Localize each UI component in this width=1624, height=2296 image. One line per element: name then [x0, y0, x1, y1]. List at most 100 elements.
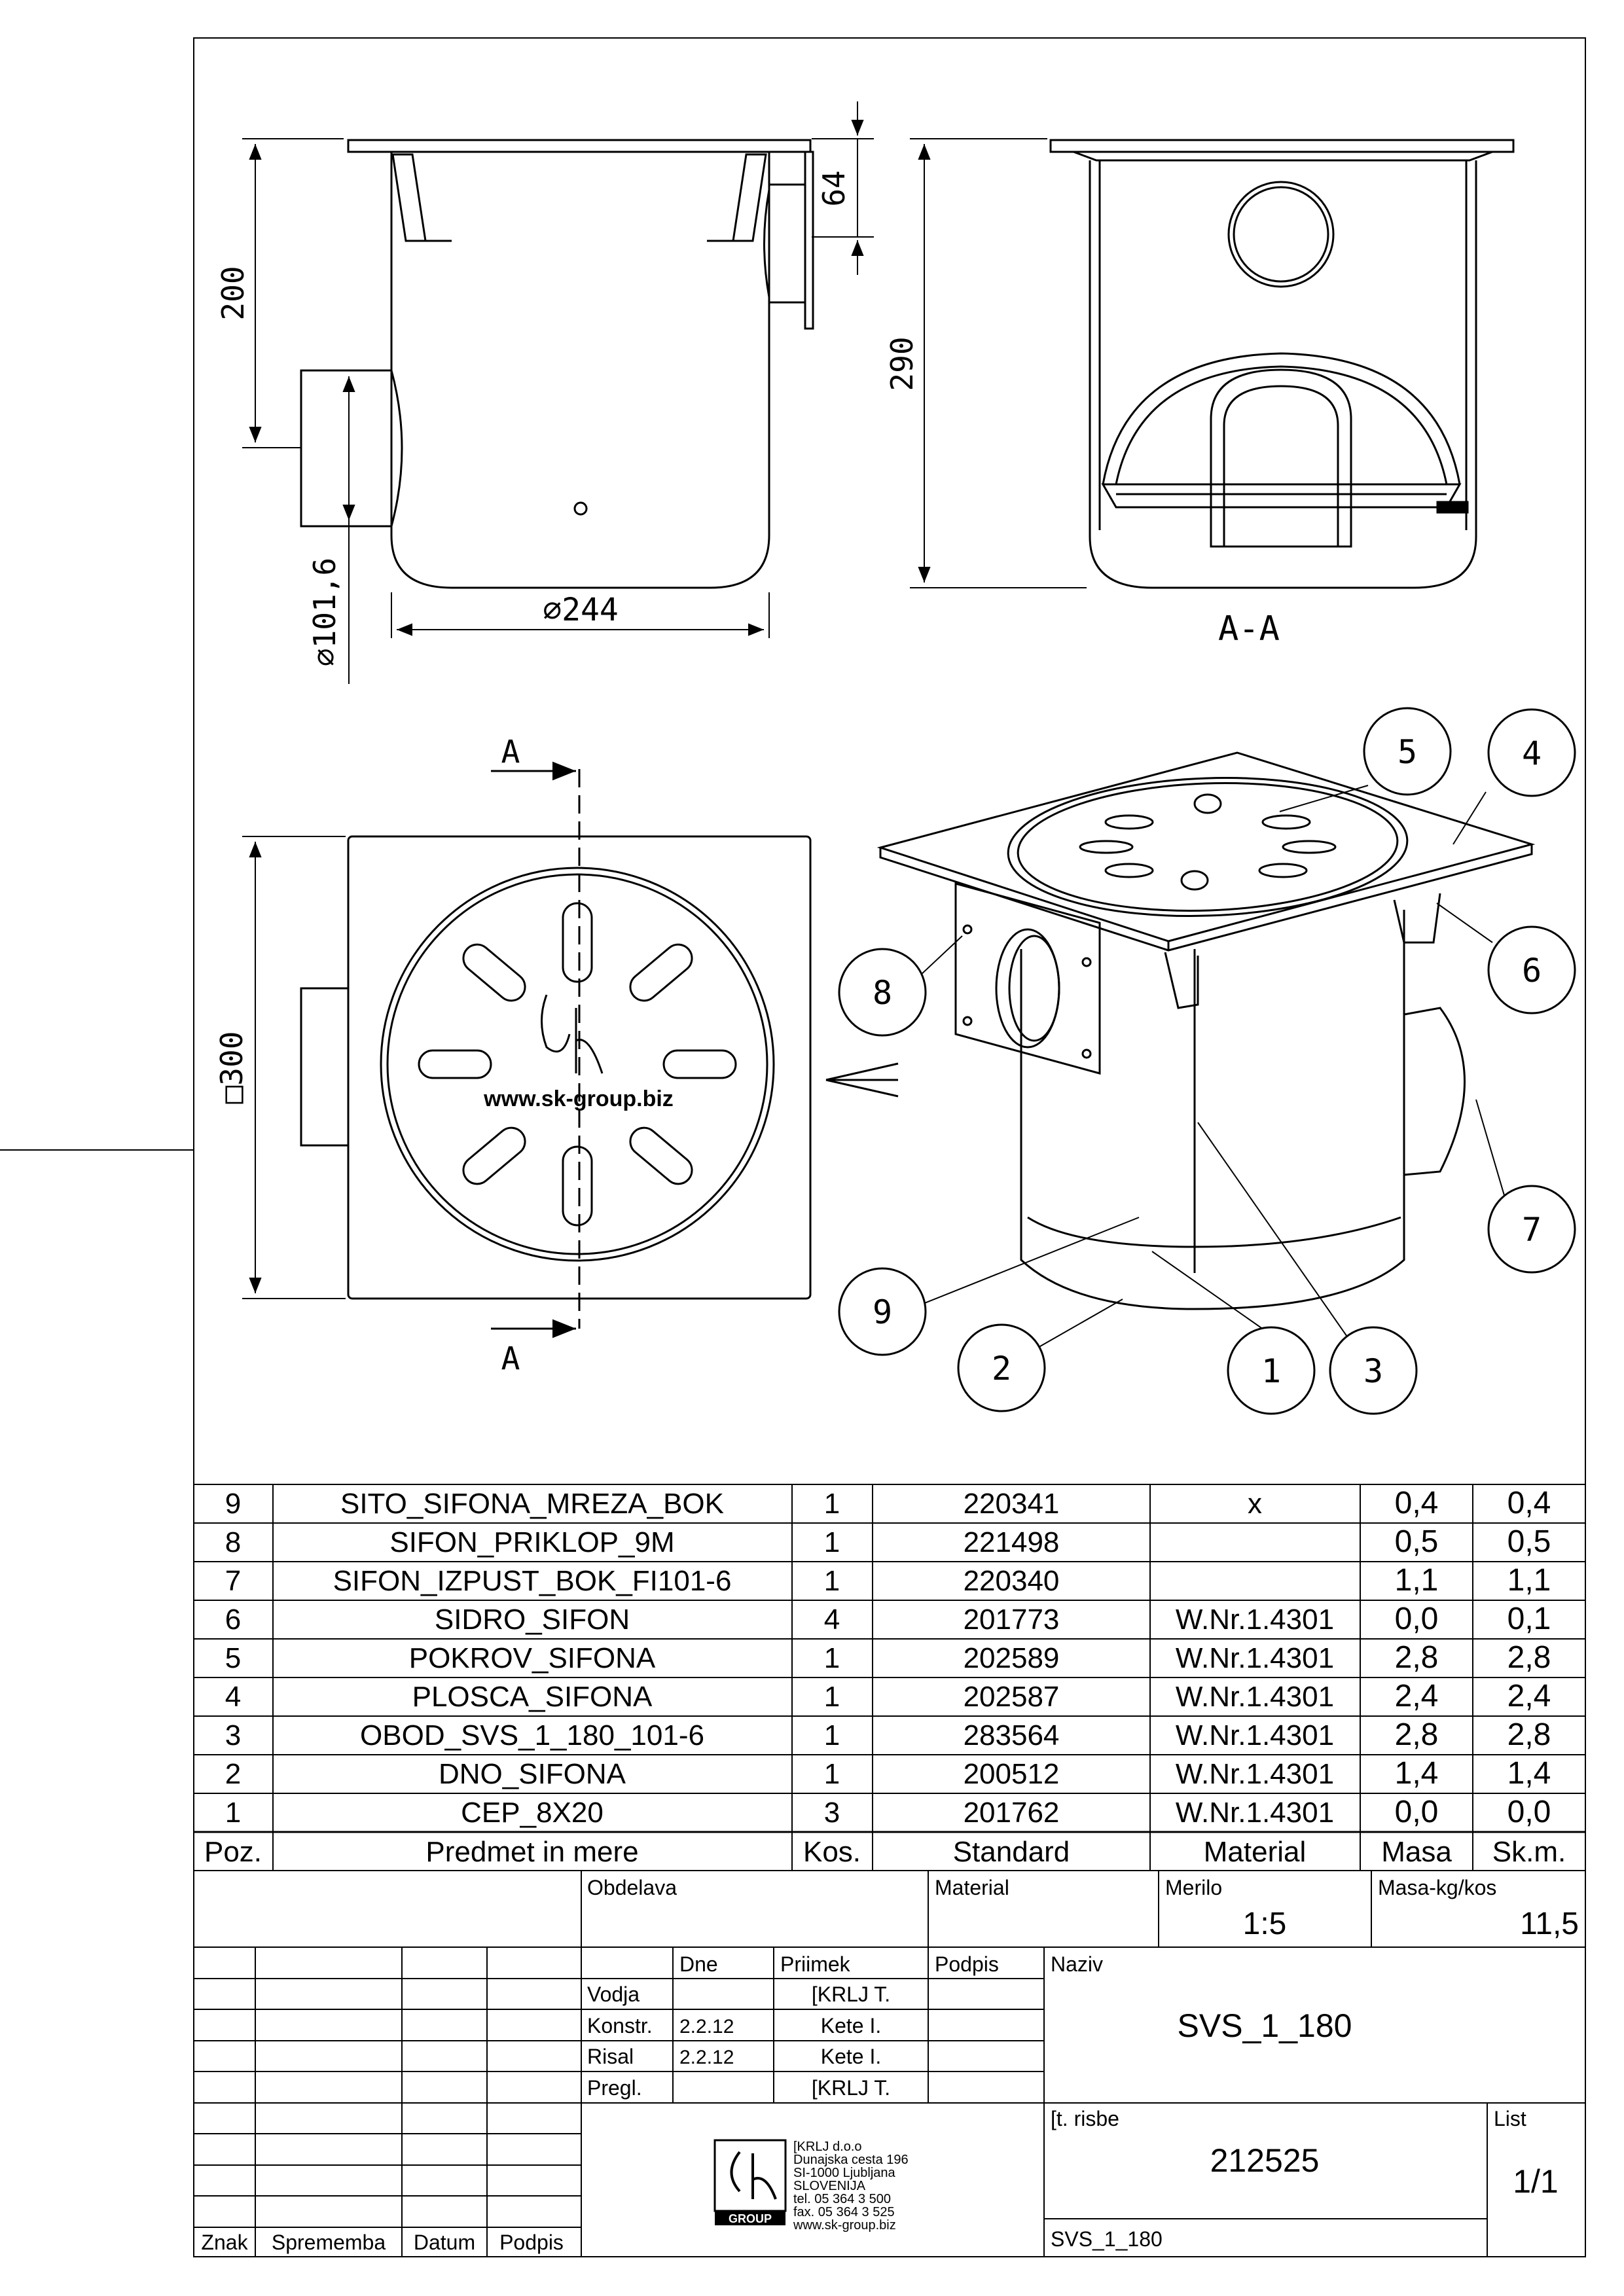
- svg-text:201773: 201773: [964, 1604, 1060, 1636]
- balloon-5: 5: [1398, 733, 1417, 771]
- svg-text:DNO_SIFONA: DNO_SIFONA: [439, 1758, 626, 1790]
- balloon-7: 7: [1522, 1211, 1542, 1249]
- svg-text:1: 1: [824, 1758, 840, 1790]
- svg-text:0,4: 0,4: [1507, 1486, 1551, 1520]
- table-row: 5 POKROV_SIFONA 1 202589 W.Nr.1.4301 2,8…: [225, 1640, 1551, 1675]
- podpis-label: Podpis: [935, 1952, 999, 1976]
- svg-text:SI-1000 Ljubljana: SI-1000 Ljubljana: [793, 2166, 896, 2180]
- svg-text:0,0: 0,0: [1395, 1602, 1439, 1636]
- section-view-dimensions: [910, 138, 1087, 588]
- svg-text:202589: 202589: [964, 1642, 1060, 1674]
- balloon-1: 1: [1261, 1352, 1281, 1390]
- svg-text:3: 3: [824, 1797, 840, 1829]
- svg-text:0,5: 0,5: [1507, 1524, 1551, 1559]
- balloon-3: 3: [1363, 1352, 1383, 1390]
- table-row: 8 SIFON_PRIKLOP_9M 1 221498 0,5 0,5: [225, 1524, 1551, 1559]
- svg-text:Material: Material: [1204, 1836, 1307, 1868]
- company-logo: GROUP: [713, 2139, 787, 2225]
- svg-text:W.Nr.1.4301: W.Nr.1.4301: [1176, 1642, 1334, 1674]
- parts-list-header: Poz. Predmet in mere Kos. Standard Mater…: [204, 1836, 1566, 1868]
- svg-text:1: 1: [824, 1642, 840, 1674]
- svg-text:2,8: 2,8: [1395, 1717, 1439, 1752]
- svg-text:2,4: 2,4: [1507, 1679, 1551, 1713]
- table-row: 2 DNO_SIFONA 1 200512 W.Nr.1.4301 1,4 1,…: [225, 1756, 1551, 1791]
- balloon-circles: [838, 707, 1576, 1415]
- table-row: 9 SITO_SIFONA_MREZA_BOK 1 220341 x 0,4 0…: [225, 1486, 1551, 1520]
- svg-text:1: 1: [824, 1681, 840, 1713]
- logo-group-text: GROUP: [729, 2212, 772, 2225]
- svg-text:1,1: 1,1: [1395, 1563, 1439, 1598]
- role-risal-name: Kete I.: [821, 2045, 882, 2068]
- material-label: Material: [935, 1876, 1009, 1899]
- svg-text:200512: 200512: [964, 1758, 1060, 1790]
- revision-podpis: Podpis: [499, 2231, 564, 2254]
- role-konstr: Konstr.: [587, 2014, 653, 2037]
- section-view: [1049, 139, 1515, 589]
- naziv-value: SVS_1_180: [1178, 2007, 1352, 2044]
- isometric-view: [876, 751, 1536, 1310]
- svg-text:W.Nr.1.4301: W.Nr.1.4301: [1176, 1758, 1334, 1790]
- company-address: [KRLJ d.o.o Dunajska cesta 196 SI-1000 L…: [793, 2140, 909, 2233]
- front-view: [300, 139, 814, 589]
- dim-body-diameter-label: ∅244: [543, 592, 619, 628]
- svg-text:4: 4: [824, 1604, 840, 1636]
- isometric-leaders: [909, 785, 1509, 1352]
- svg-text:0,4: 0,4: [1395, 1486, 1439, 1520]
- role-konstr-name: Kete I.: [821, 2014, 882, 2037]
- cover-slots: [418, 902, 737, 1227]
- svg-text:SITO_SIFONA_MREZA_BOK: SITO_SIFONA_MREZA_BOK: [340, 1488, 724, 1520]
- svg-text:0,0: 0,0: [1507, 1795, 1551, 1829]
- balloon-labels: 5 4 6 7 8 9 2 1 3: [873, 733, 1542, 1390]
- svg-text:8: 8: [225, 1526, 241, 1558]
- section-markers: [491, 761, 576, 1338]
- dim-290-label: 290: [884, 336, 920, 391]
- revision-datum: Datum: [414, 2231, 475, 2254]
- dne-label: Dne: [679, 1952, 718, 1976]
- svg-text:1: 1: [824, 1488, 840, 1520]
- svg-text:SIFON_PRIKLOP_9M: SIFON_PRIKLOP_9M: [389, 1526, 674, 1558]
- svg-text:4: 4: [225, 1681, 241, 1713]
- revision-sprememba: Sprememba: [272, 2231, 386, 2254]
- svg-text:7: 7: [225, 1565, 241, 1597]
- svg-text:1: 1: [225, 1797, 241, 1829]
- logo-url-text: www.sk-group.biz: [483, 1086, 674, 1111]
- svg-text:tel. 05 364 3 500: tel. 05 364 3 500: [793, 2192, 891, 2206]
- parts-list-rows: 9 SITO_SIFONA_MREZA_BOK 1 220341 x 0,4 0…: [204, 1486, 1566, 1868]
- obdelava-label: Obdelava: [587, 1876, 677, 1899]
- svg-text:220340: 220340: [964, 1565, 1060, 1597]
- table-row: 4 PLOSCA_SIFONA 1 202587 W.Nr.1.4301 2,4…: [225, 1679, 1551, 1713]
- role-risal: Risal: [587, 2045, 634, 2068]
- top-view: [300, 835, 899, 1300]
- svg-text:1,4: 1,4: [1507, 1756, 1551, 1791]
- svg-text:[KRLJ d.o.o: [KRLJ d.o.o: [793, 2140, 862, 2154]
- svg-text:Dunajska cesta 196: Dunajska cesta 196: [793, 2153, 909, 2167]
- section-marker-bottom: A: [501, 1340, 520, 1377]
- svg-text:0,1: 0,1: [1507, 1602, 1551, 1636]
- svg-text:1: 1: [824, 1565, 840, 1597]
- section-view-label: A-A: [1218, 609, 1280, 649]
- balloon-2: 2: [992, 1350, 1011, 1388]
- svg-text:Standard: Standard: [953, 1836, 1070, 1868]
- svg-text:Kos.: Kos.: [803, 1836, 861, 1868]
- list-label: List: [1494, 2107, 1526, 2130]
- masa-value: 11,5: [1520, 1907, 1579, 1941]
- list-value: 1/1: [1513, 2163, 1559, 2200]
- svg-text:W.Nr.1.4301: W.Nr.1.4301: [1176, 1719, 1334, 1751]
- priimek-label: Priimek: [780, 1952, 851, 1976]
- svg-text:201762: 201762: [964, 1797, 1060, 1829]
- svg-text:SIDRO_SIFON: SIDRO_SIFON: [435, 1604, 630, 1636]
- svg-text:2,8: 2,8: [1395, 1640, 1439, 1675]
- table-row: 1 CEP_8X20 3 201762 W.Nr.1.4301 0,0 0,0: [225, 1795, 1551, 1829]
- svg-text:2,4: 2,4: [1395, 1679, 1439, 1713]
- svg-text:W.Nr.1.4301: W.Nr.1.4301: [1176, 1681, 1334, 1713]
- balloon-6: 6: [1522, 952, 1542, 990]
- svg-text:Poz.: Poz.: [204, 1836, 262, 1868]
- dim-outlet-diameter-label: ∅101,6: [307, 558, 342, 666]
- masa-label: Masa-kg/kos: [1378, 1876, 1496, 1899]
- svg-text:CEP_8X20: CEP_8X20: [461, 1797, 604, 1829]
- dim-200-label: 200: [215, 266, 251, 320]
- svg-text:POKROV_SIFONA: POKROV_SIFONA: [409, 1642, 656, 1674]
- merilo-value: 1:5: [1243, 1907, 1287, 1941]
- risba-label: [t. risbe: [1051, 2107, 1119, 2130]
